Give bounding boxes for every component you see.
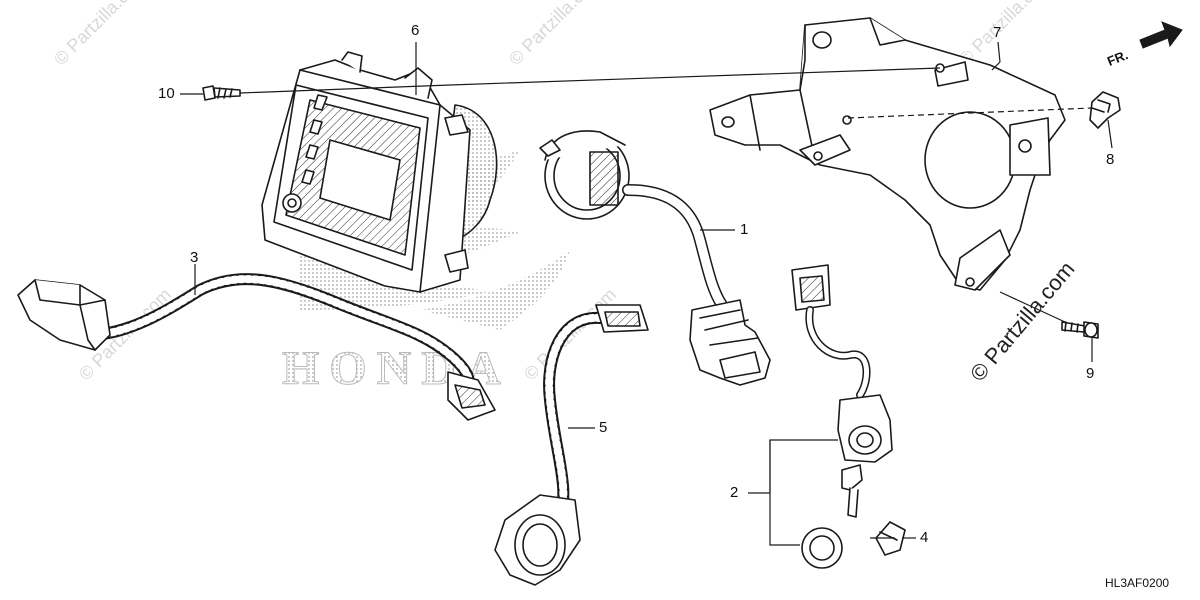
callout-1: 1 xyxy=(740,221,749,238)
harness-5 xyxy=(494,304,649,586)
callout-5: 5 xyxy=(599,419,608,436)
socket-harness-1 xyxy=(539,130,771,386)
harness-3 xyxy=(17,273,496,421)
clip-8 xyxy=(1089,91,1121,129)
ignition-switch-2 xyxy=(791,264,893,569)
leader-lines xyxy=(180,41,1113,546)
front-direction-arrow xyxy=(1139,21,1183,49)
screw-10 xyxy=(202,85,241,101)
callout-2: 2 xyxy=(730,484,739,501)
callout-7: 7 xyxy=(993,24,1002,41)
meter-bracket xyxy=(709,17,1066,291)
callout-9: 9 xyxy=(1086,365,1095,382)
bolt-9 xyxy=(1061,321,1099,339)
callout-6: 6 xyxy=(411,22,420,39)
meter-assembly xyxy=(261,51,498,293)
callout-8: 8 xyxy=(1106,151,1115,168)
callout-4: 4 xyxy=(920,529,929,546)
callout-3: 3 xyxy=(190,249,199,266)
diagram-code: HL3AF0200 xyxy=(1105,576,1170,590)
callout-10: 10 xyxy=(158,85,175,102)
